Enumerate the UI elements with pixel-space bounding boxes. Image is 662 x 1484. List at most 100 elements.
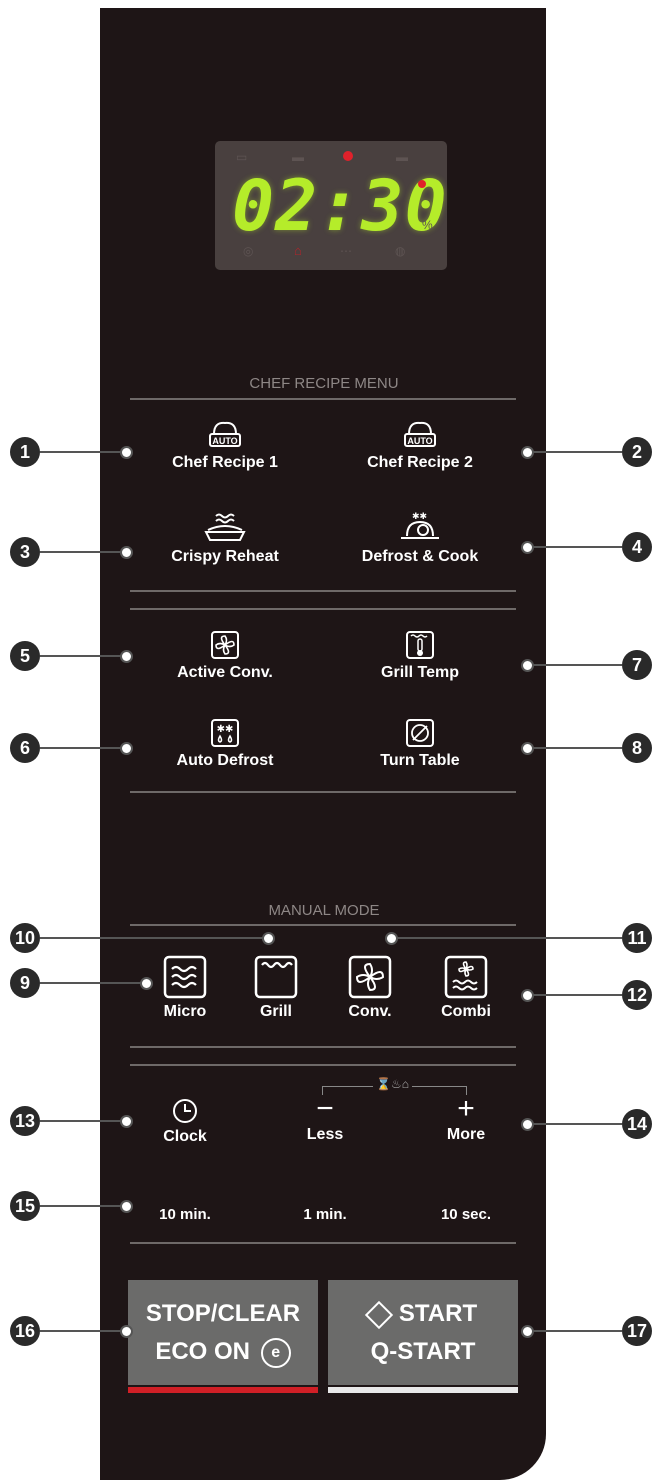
leader-dot bbox=[120, 742, 133, 755]
clock-label: Clock bbox=[163, 1128, 207, 1145]
callout-17: 17 bbox=[622, 1316, 652, 1346]
eco-on-label: ECO ON bbox=[155, 1338, 250, 1365]
leader-dot bbox=[521, 541, 534, 554]
leader-line bbox=[40, 747, 124, 749]
minus-icon: − bbox=[316, 1092, 334, 1125]
q-start-label: Q-START bbox=[370, 1338, 476, 1365]
leader-dot bbox=[120, 1325, 133, 1338]
eco-on-line: ECO ON e bbox=[128, 1333, 318, 1371]
time-weight-icons: ⌛♨⌂ bbox=[373, 1077, 412, 1091]
leader-dot bbox=[385, 932, 398, 945]
callout-7: 7 bbox=[622, 650, 652, 680]
ten-min-button[interactable]: 10 min. bbox=[159, 1206, 211, 1223]
grill-label: Grill bbox=[259, 1003, 292, 1020]
divider bbox=[130, 398, 516, 400]
display-indicator-icon: ◍ bbox=[395, 244, 406, 258]
grill-icon bbox=[254, 955, 298, 999]
conv-label: Conv. bbox=[348, 1003, 392, 1020]
callout-16: 16 bbox=[10, 1316, 40, 1346]
divider bbox=[130, 1242, 516, 1244]
auto-pot-icon: AUTO bbox=[404, 421, 436, 447]
leader-dot bbox=[120, 1200, 133, 1213]
thermometer-icon bbox=[406, 631, 434, 659]
active-indicator-dot bbox=[343, 151, 353, 161]
eco-icon: e bbox=[260, 1337, 291, 1368]
leader-line bbox=[530, 451, 622, 453]
divider bbox=[130, 791, 516, 793]
conv-button[interactable]: Conv. bbox=[290, 955, 450, 1021]
svg-text:AUTO: AUTO bbox=[407, 436, 432, 446]
chef-recipe-2-button[interactable]: AUTO Chef Recipe 2 bbox=[340, 418, 500, 472]
leader-dot bbox=[521, 1118, 534, 1131]
active-conv-button[interactable]: Active Conv. bbox=[145, 630, 305, 682]
display-indicator-icon: ▬ bbox=[396, 150, 408, 164]
start-button[interactable]: START Q-START bbox=[328, 1280, 518, 1393]
leader-dot bbox=[521, 989, 534, 1002]
lcd-display bbox=[215, 141, 447, 270]
callout-4: 4 bbox=[622, 532, 652, 562]
fan-icon bbox=[211, 631, 239, 659]
display-indicator-icon: ◎ bbox=[243, 244, 254, 258]
divider bbox=[130, 1064, 516, 1066]
one-min-button[interactable]: 1 min. bbox=[303, 1206, 347, 1223]
callout-1: 1 bbox=[10, 437, 40, 467]
leader-line bbox=[40, 655, 124, 657]
leader-line bbox=[530, 1330, 622, 1332]
callout-6: 6 bbox=[10, 733, 40, 763]
stop-clear-button[interactable]: STOP/CLEAR ECO ON e bbox=[128, 1280, 318, 1393]
waves-icon bbox=[163, 955, 207, 999]
leader-line bbox=[40, 982, 144, 984]
defrost-cook-button[interactable]: ✱✱ Defrost & Cook bbox=[340, 510, 500, 566]
leader-dot bbox=[120, 546, 133, 559]
start-accent-bar bbox=[328, 1387, 518, 1393]
more-button[interactable]: + More bbox=[386, 1092, 546, 1144]
leader-line bbox=[40, 937, 266, 939]
leader-line bbox=[40, 1120, 124, 1122]
auto-defrost-label: Auto Defrost bbox=[176, 752, 274, 769]
callout-14: 14 bbox=[622, 1109, 652, 1139]
ten-sec-button[interactable]: 10 sec. bbox=[440, 1206, 492, 1223]
callout-10: 10 bbox=[10, 923, 40, 953]
start-diamond-icon bbox=[364, 1300, 394, 1329]
leader-dot bbox=[521, 446, 534, 459]
turntable-icon bbox=[406, 719, 434, 747]
leader-line bbox=[40, 451, 124, 453]
clock-icon bbox=[173, 1099, 197, 1123]
time-readout: 02:30 bbox=[232, 165, 448, 247]
crispy-reheat-button[interactable]: Crispy Reheat bbox=[145, 510, 305, 566]
divider bbox=[130, 608, 516, 610]
cloche-snow-icon: ✱✱ bbox=[401, 512, 439, 539]
turn-table-button[interactable]: Turn Table bbox=[340, 718, 500, 770]
less-button[interactable]: − Less bbox=[245, 1092, 405, 1144]
leader-dot bbox=[521, 742, 534, 755]
plus-icon: + bbox=[457, 1092, 475, 1125]
svg-text:✱✱: ✱✱ bbox=[217, 724, 234, 735]
leader-line bbox=[40, 1205, 124, 1207]
callout-8: 8 bbox=[622, 733, 652, 763]
leader-dot bbox=[140, 977, 153, 990]
chef-recipe-1-button[interactable]: AUTO Chef Recipe 1 bbox=[145, 418, 305, 472]
clock-button[interactable]: Clock bbox=[105, 1098, 265, 1146]
grill-button[interactable]: Grill bbox=[196, 955, 356, 1021]
leader-dot bbox=[262, 932, 275, 945]
grill-temp-button[interactable]: Grill Temp bbox=[340, 630, 500, 682]
leader-dot bbox=[120, 650, 133, 663]
unit-indicator-dot bbox=[418, 180, 426, 188]
combi-label: Combi bbox=[441, 1003, 491, 1020]
pie-steam-icon bbox=[204, 513, 246, 541]
auto-defrost-button[interactable]: ✱✱ Auto Defrost bbox=[145, 718, 305, 770]
leader-line bbox=[40, 551, 124, 553]
micro-button[interactable]: Micro bbox=[105, 955, 265, 1021]
svg-text:✱✱: ✱✱ bbox=[412, 512, 427, 522]
leader-line bbox=[530, 994, 622, 996]
callout-3: 3 bbox=[10, 537, 40, 567]
turn-table-label: Turn Table bbox=[380, 752, 460, 769]
stop-accent-bar bbox=[128, 1387, 318, 1393]
leader-dot bbox=[120, 446, 133, 459]
callout-12: 12 bbox=[622, 980, 652, 1010]
manual-mode-title: MANUAL MODE bbox=[268, 902, 380, 919]
leader-line bbox=[394, 937, 622, 939]
display-indicator-icon: ▬ bbox=[292, 150, 304, 164]
leader-dot bbox=[521, 1325, 534, 1338]
combi-button[interactable]: Combi bbox=[386, 955, 546, 1021]
